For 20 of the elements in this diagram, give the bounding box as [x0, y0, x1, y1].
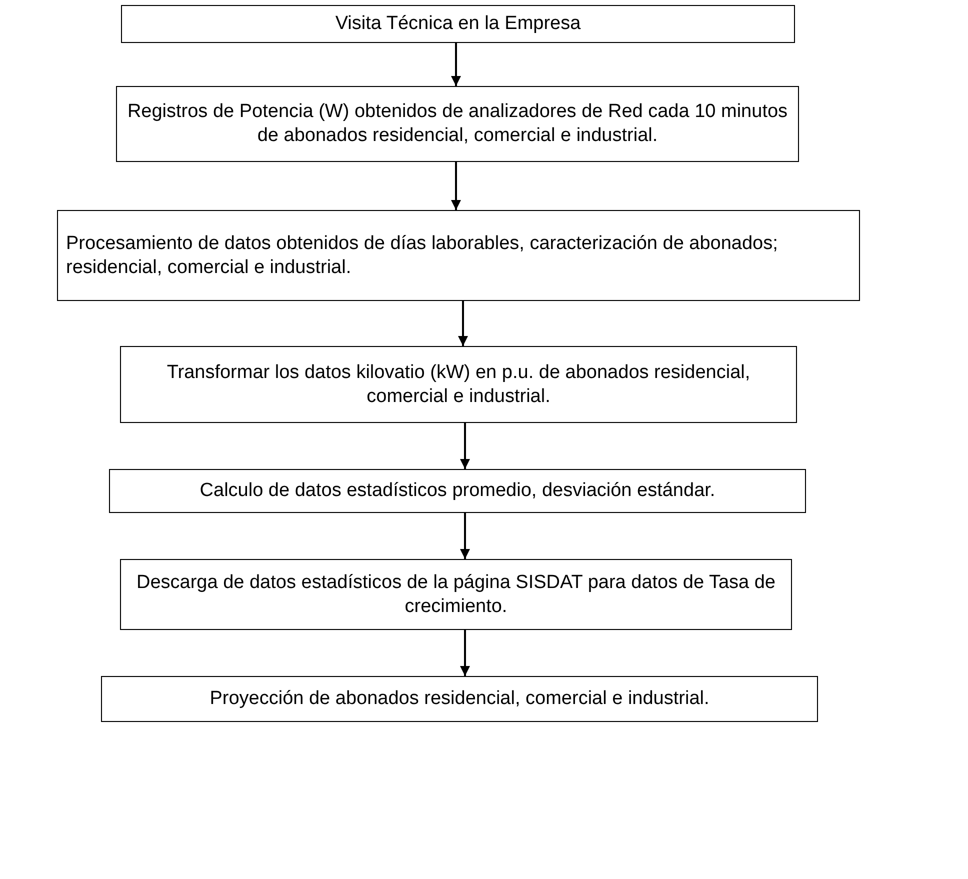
- arrow: [451, 43, 461, 86]
- process-box: [120, 559, 792, 630]
- step-text: Descarga de datos estadísticos de la página SISDAT para datos de Tasa de crecimiento.: [135, 570, 776, 618]
- step-text: Transformar los datos kilovatio (kW) en p.u. de abonados residencial, comercial e industrial.: [166, 360, 752, 408]
- step-text: Registros de Potencia (W) obtenidos de analizadores de Red cada 10 minutos de abonados residencial, comercial e industrial.: [126, 100, 789, 148]
- process-box: [116, 86, 799, 162]
- process-box: [120, 346, 797, 423]
- process-box: [109, 469, 806, 513]
- step-text: Proyección de abonados residencial, comercial e industrial.: [210, 687, 710, 711]
- arrow: [460, 423, 470, 469]
- arrow: [458, 301, 468, 346]
- arrow: [451, 162, 461, 210]
- process-box: [57, 210, 860, 301]
- step-text: Visita Técnica en la Empresa: [335, 12, 581, 36]
- step-text: Calculo de datos estadísticos promedio, desviación estándar.: [200, 479, 716, 503]
- step-text: Procesamiento de datos obtenidos de días laborables, caracterización de abonados; residencial, comercial e industrial.: [66, 232, 779, 280]
- arrow: [460, 630, 470, 676]
- process-box: [101, 676, 818, 722]
- process-box: [121, 5, 795, 43]
- arrow: [460, 513, 470, 559]
